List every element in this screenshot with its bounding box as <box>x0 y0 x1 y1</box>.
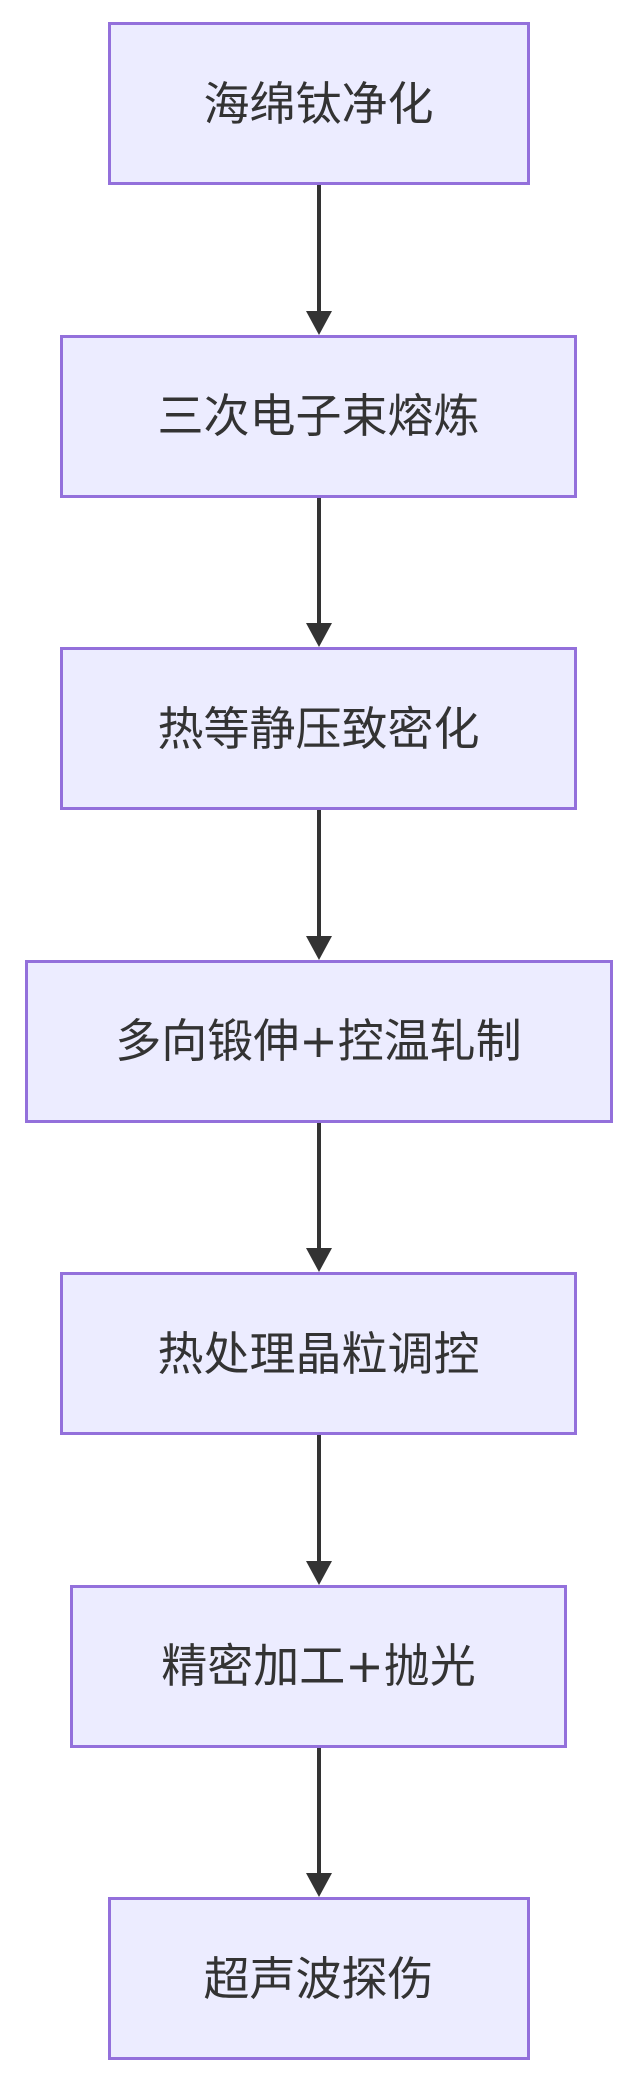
node-label: 三次电子束熔炼 <box>157 389 480 443</box>
flow-arrow-1 <box>305 185 332 335</box>
node-label: 热处理晶粒调控 <box>157 1326 480 1381</box>
arrowhead-icon <box>305 623 332 647</box>
arrowhead-icon <box>305 1560 332 1585</box>
arrow-shaft <box>316 497 321 625</box>
flow-node-electron-beam-melting: 三次电子束熔炼 <box>60 334 577 498</box>
node-label: 超声波探伤 <box>203 1951 434 2006</box>
flow-arrow-4 <box>305 1122 332 1272</box>
arrow-shaft <box>316 1435 321 1563</box>
arrow-shaft <box>316 185 321 313</box>
arrow-shaft <box>316 1122 321 1250</box>
arrow-shaft <box>316 810 321 938</box>
flow-arrow-2 <box>305 497 332 647</box>
arrowhead-icon <box>305 1873 332 1897</box>
arrowhead-icon <box>305 1248 332 1272</box>
arrowhead-icon <box>305 935 332 960</box>
node-label: 多向锻伸+控温轧制 <box>115 1014 522 1068</box>
flow-node-hip-densification: 热等静压致密化 <box>60 647 577 810</box>
flow-node-forging-and-controlled-rolling: 多向锻伸+控温轧制 <box>24 959 613 1123</box>
flow-node-heat-treatment-grain-control: 热处理晶粒调控 <box>60 1272 577 1435</box>
flow-node-ultrasonic-inspection: 超声波探伤 <box>107 1897 530 2060</box>
node-label: 精密加工+抛光 <box>161 1639 476 1693</box>
flow-node-sponge-titanium-purification: 海绵钛净化 <box>107 22 530 185</box>
node-label: 热等静压致密化 <box>157 701 480 756</box>
flow-arrow-3 <box>305 810 332 960</box>
node-label: 海绵钛净化 <box>203 76 434 131</box>
arrowhead-icon <box>305 310 332 335</box>
flow-arrow-6 <box>305 1747 332 1897</box>
flow-arrow-5 <box>305 1435 332 1585</box>
arrow-shaft <box>316 1747 321 1875</box>
flowchart: 海绵钛净化 三次电子束熔炼 热等静压致密化 多向锻伸+控温轧制 <box>0 22 637 2060</box>
flow-node-precision-machining-polishing: 精密加工+抛光 <box>70 1584 567 1748</box>
